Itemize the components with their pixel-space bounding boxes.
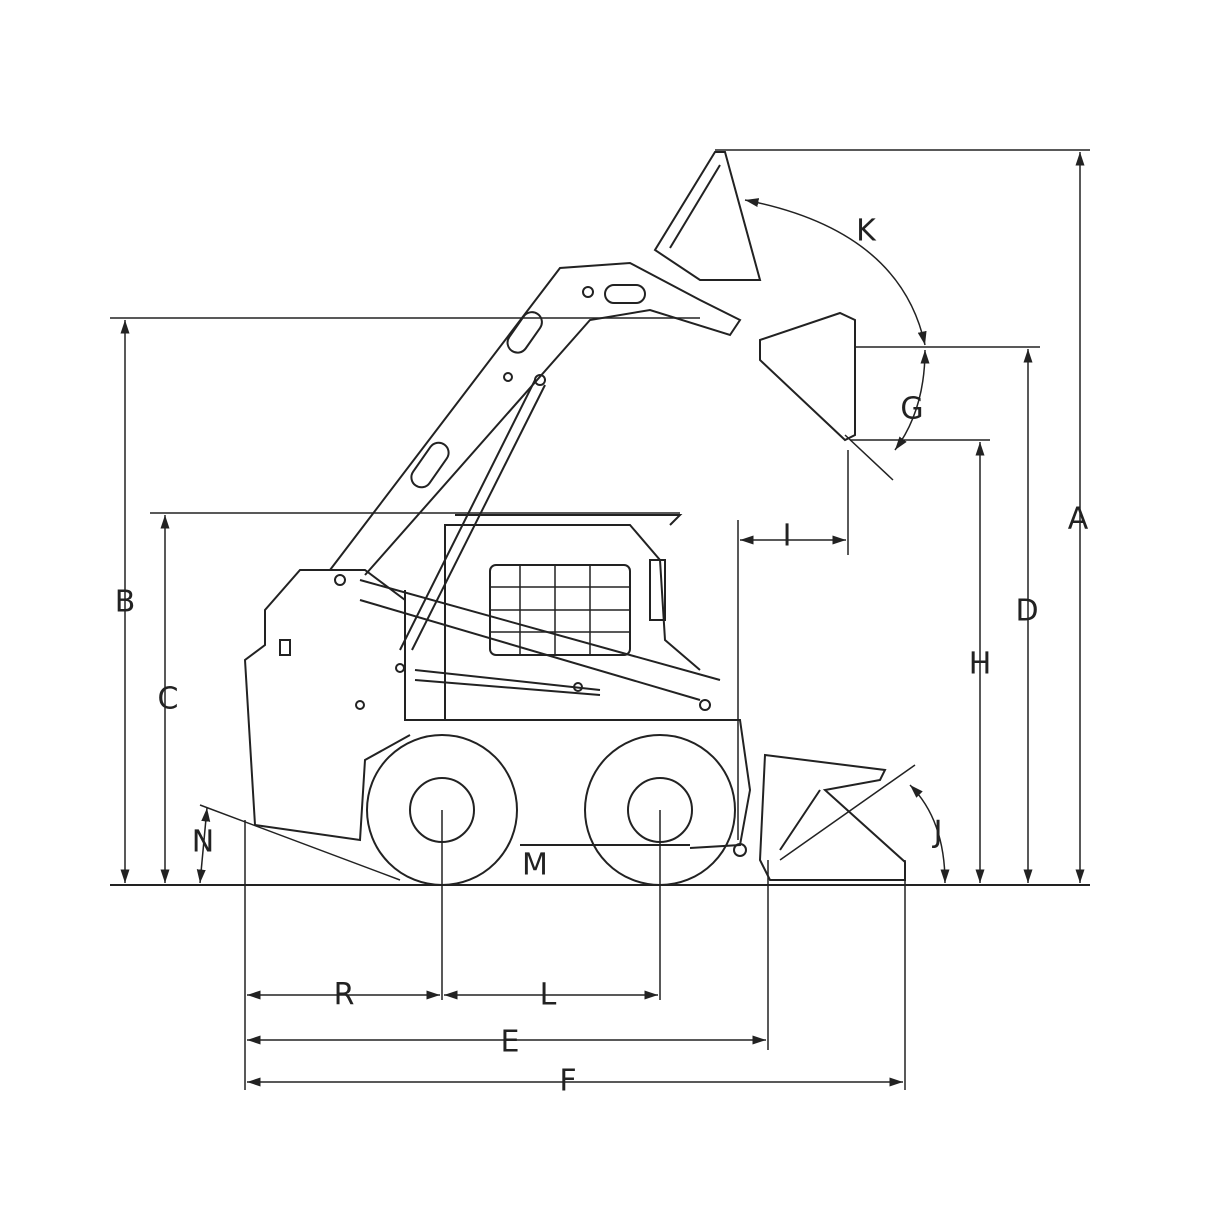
label-h: H [969,647,992,682]
label-f: F [559,1064,576,1099]
departure-angle-line [199,804,401,881]
label-d: D [1015,594,1038,629]
label-m: M [522,848,548,883]
dimension-lines [120,152,1085,1087]
rear-wheel [366,734,518,886]
extension-lines [110,149,1090,1090]
front-wheel [584,734,736,886]
label-g: G [900,392,923,427]
label-i: I [783,519,792,554]
bucket-rollback-line [779,764,916,861]
loader-body [243,514,752,849]
label-k: K [856,214,877,249]
lift-arm [329,261,747,857]
dimension-labels: A B C D E F G H I J K L M N R [115,214,1089,1099]
label-r: R [334,978,355,1013]
label-j: J [932,815,943,850]
label-n: N [192,825,214,860]
label-e: E [501,1025,520,1060]
dump-angle-line [844,434,894,481]
bucket-ground [758,753,906,881]
bucket-raised [653,151,762,281]
bucket-dumped [759,311,856,442]
label-a: A [1068,502,1089,537]
label-l: L [540,978,557,1013]
label-c: C [158,682,179,717]
label-b: B [115,585,136,620]
